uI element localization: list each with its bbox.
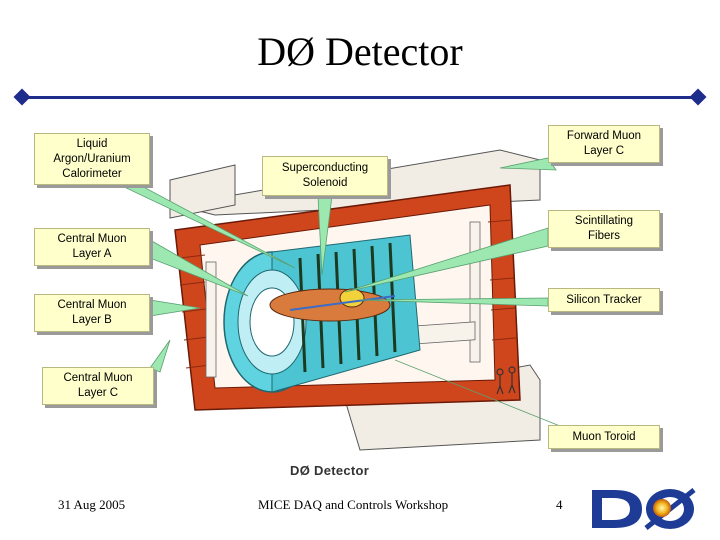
callout-liquid-argon-calorimeter: Liquid Argon/Uranium Calorimeter xyxy=(34,133,150,185)
people-figures xyxy=(496,366,516,395)
callout-forward-muon-layer-c: Forward Muon Layer C xyxy=(548,125,660,163)
d0-logo: DØ xyxy=(592,488,696,530)
diagram-caption: DØ Detector xyxy=(290,463,370,478)
leader-lines xyxy=(117,157,566,429)
footer-page-number: 4 xyxy=(556,497,563,512)
callout-central-muon-layer-b: Central Muon Layer B xyxy=(34,294,150,332)
title-rule xyxy=(18,96,702,99)
footer-date: 31 Aug 2005 xyxy=(58,497,126,512)
callout-muon-toroid: Muon Toroid xyxy=(548,425,660,449)
slide-title: DØ Detector xyxy=(257,29,463,74)
callout-central-muon-layer-c: Central Muon Layer C xyxy=(42,367,154,405)
callout-scintillating-fibers: Scintillating Fibers xyxy=(548,210,660,248)
callout-central-muon-layer-a: Central Muon Layer A xyxy=(34,228,150,266)
logo-lettering: DØ xyxy=(620,521,631,528)
callout-silicon-tracker: Silicon Tracker xyxy=(548,288,660,312)
footer-workshop: MICE DAQ and Controls Workshop xyxy=(258,497,449,512)
callout-superconducting-solenoid: Superconducting Solenoid xyxy=(262,156,388,196)
